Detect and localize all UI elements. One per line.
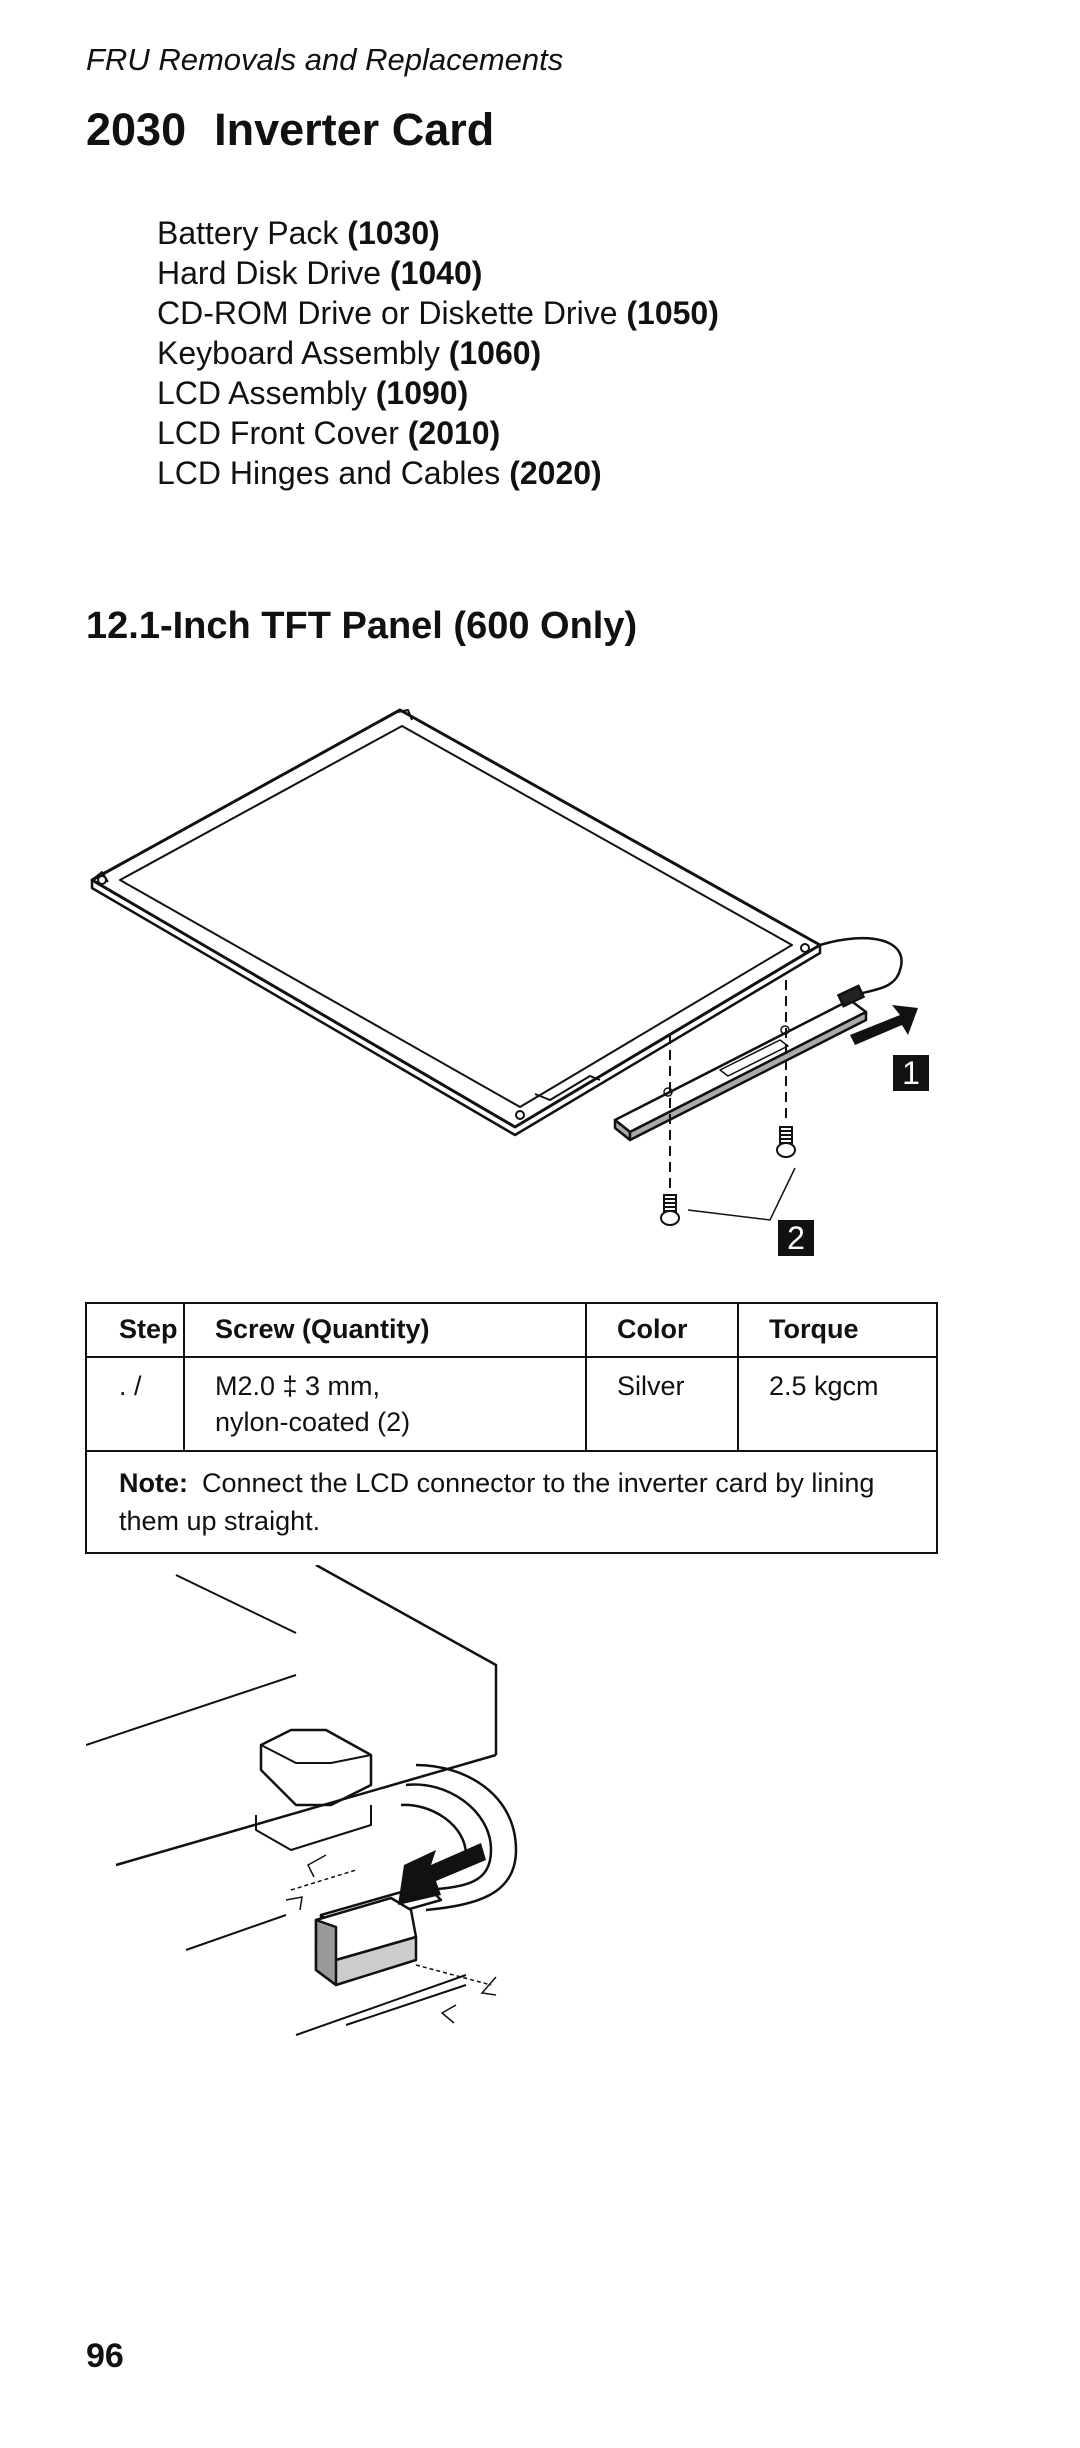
lcd-panel-frame [90, 708, 822, 1129]
cable-loop [415, 1763, 518, 1912]
screw-specification-table: Step Screw (Quantity) Color Torque . / M… [85, 1302, 938, 1554]
note-cell: Note:Connect the LCD connector to the in… [85, 1450, 938, 1554]
callout-1: 1 [893, 1055, 929, 1091]
prerequisite-item: Hard Disk Drive (1040) [157, 255, 483, 291]
table-note-row: Note:Connect the LCD connector to the in… [85, 1450, 938, 1554]
prerequisite-list: Battery Pack (1030) Hard Disk Drive (104… [157, 213, 719, 493]
cell-torque: 2.5 kgcm [737, 1356, 938, 1452]
table-header-row: Step Screw (Quantity) Color Torque [85, 1302, 938, 1358]
prerequisite-item: Battery Pack (1030) [157, 215, 440, 251]
header-color: Color [585, 1302, 739, 1358]
connector-alignment-diagram [86, 1565, 518, 2036]
cell-step: . / [85, 1356, 185, 1452]
inverter-connector [836, 984, 866, 1008]
lcd-connector [314, 1883, 443, 1987]
header-torque: Torque [737, 1302, 938, 1358]
callout-2: 2 [778, 1220, 814, 1256]
section-title: 2030 Inverter Card [86, 104, 494, 156]
table-row: . / M2.0 ‡ 3 mm, nylon-coated (2) Silver… [85, 1356, 938, 1452]
inverter-card-removal-diagram [90, 708, 918, 1226]
inverter-card [613, 998, 868, 1142]
section-number: 2030 [86, 104, 187, 155]
subsection-title: 12.1-Inch TFT Panel (600 Only) [86, 605, 638, 647]
running-header: FRU Removals and Replacements [86, 42, 564, 77]
page-number: 96 [86, 2337, 124, 2375]
screw [776, 1126, 796, 1158]
cell-color: Silver [585, 1356, 739, 1452]
header-screw: Screw (Quantity) [183, 1302, 587, 1358]
prerequisite-item: LCD Front Cover (2010) [157, 415, 501, 451]
screw [660, 1194, 680, 1226]
lcd-screen-area [119, 725, 793, 1108]
prerequisite-item: Keyboard Assembly (1060) [157, 335, 542, 371]
prerequisite-item: CD-ROM Drive or Diskette Drive (1050) [157, 295, 719, 331]
inverter-cable [819, 936, 903, 997]
note-label: Note: [119, 1468, 188, 1498]
header-step: Step [85, 1302, 185, 1358]
note-text: Connect the LCD connector to the inverte… [119, 1468, 875, 1536]
cell-screw: M2.0 ‡ 3 mm, nylon-coated (2) [183, 1356, 587, 1452]
connect-direction-arrow [398, 1843, 486, 1905]
section-name: Inverter Card [214, 104, 495, 155]
insert-direction-arrow [850, 1005, 918, 1045]
prerequisite-item: LCD Assembly (1090) [157, 375, 469, 411]
prerequisite-item: LCD Hinges and Cables (2020) [157, 455, 602, 491]
